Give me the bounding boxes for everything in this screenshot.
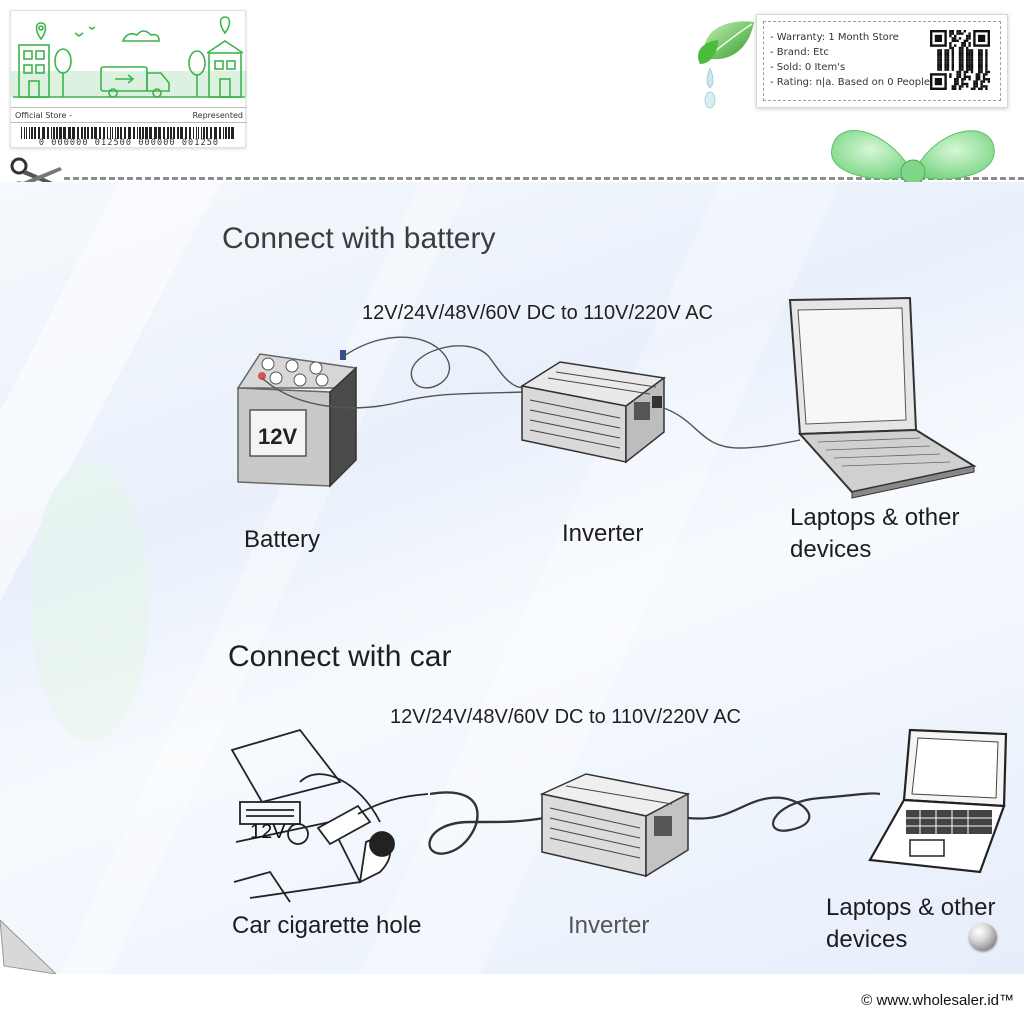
warranty-info: - Warranty: 1 Month Store (770, 32, 899, 43)
laptop-caption: Laptops & other devices (826, 892, 1024, 956)
represented-label: Represented (192, 110, 243, 120)
car-caption: Car cigarette hole (232, 912, 422, 939)
official-store-label: Official Store - (15, 110, 72, 120)
product-info-card: - Warranty: 1 Month Store - Brand: Etc -… (756, 14, 1008, 108)
barcode-number: 0 000000 012500 000000 001250 (38, 138, 220, 148)
brand-info: - Brand: Etc (770, 47, 829, 58)
inverter-caption: Inverter (568, 912, 650, 939)
store-card: Official Store - Represented 0 000000 01… (10, 10, 247, 148)
orb-icon[interactable] (969, 923, 997, 951)
car-section-title: Connect with car (228, 640, 452, 673)
laptop-icon (868, 728, 1008, 874)
laptop-caption-line2: devices (826, 926, 908, 953)
product-panel: 12V (0, 182, 1024, 974)
battery-section-title: Connect with battery (222, 222, 496, 255)
inverter-icon (539, 773, 691, 878)
sold-info: - Sold: 0 Item's (770, 62, 846, 73)
store-labels: Official Store - Represented (11, 107, 247, 123)
page-corner-icon (0, 920, 56, 974)
qr-code-icon (930, 30, 990, 90)
laptop-icon (788, 296, 977, 499)
laptop-caption: Laptops & other devices (790, 502, 1010, 566)
leaf-icon (698, 21, 754, 109)
barcode-icon (21, 127, 234, 139)
store-illustration-icon (11, 16, 247, 98)
battery-icon (236, 350, 358, 488)
panel-illustrations: 12V (0, 182, 1008, 974)
inverter-icon (519, 361, 666, 464)
info-list: - Warranty: 1 Month Store - Brand: Etc -… (770, 30, 930, 90)
battery-voltage-text: 12V/24V/48V/60V DC to 110V/220V AC (362, 302, 713, 324)
battery-caption: Battery (244, 526, 321, 553)
footer (0, 974, 1024, 1024)
cut-line (64, 177, 1024, 180)
car-voltage-text: 12V/24V/48V/60V DC to 110V/220V AC (390, 706, 741, 728)
dash-voltage-label: 12V (250, 821, 286, 843)
info-card-border: - Warranty: 1 Month Store - Brand: Etc -… (763, 21, 1001, 101)
copyright-text[interactable]: © www.wholesaler.id™ (861, 992, 1014, 1009)
battery-voltage-label: 12V (258, 424, 297, 449)
laptop-caption-line2: devices (790, 536, 872, 563)
car-dashboard-icon (230, 728, 429, 903)
laptop-caption-line1: Laptops & other (826, 894, 996, 921)
inverter-caption: Inverter (562, 520, 644, 547)
rating-info: - Rating: n|a. Based on 0 People (770, 77, 931, 88)
laptop-caption-line1: Laptops & other (790, 504, 960, 531)
